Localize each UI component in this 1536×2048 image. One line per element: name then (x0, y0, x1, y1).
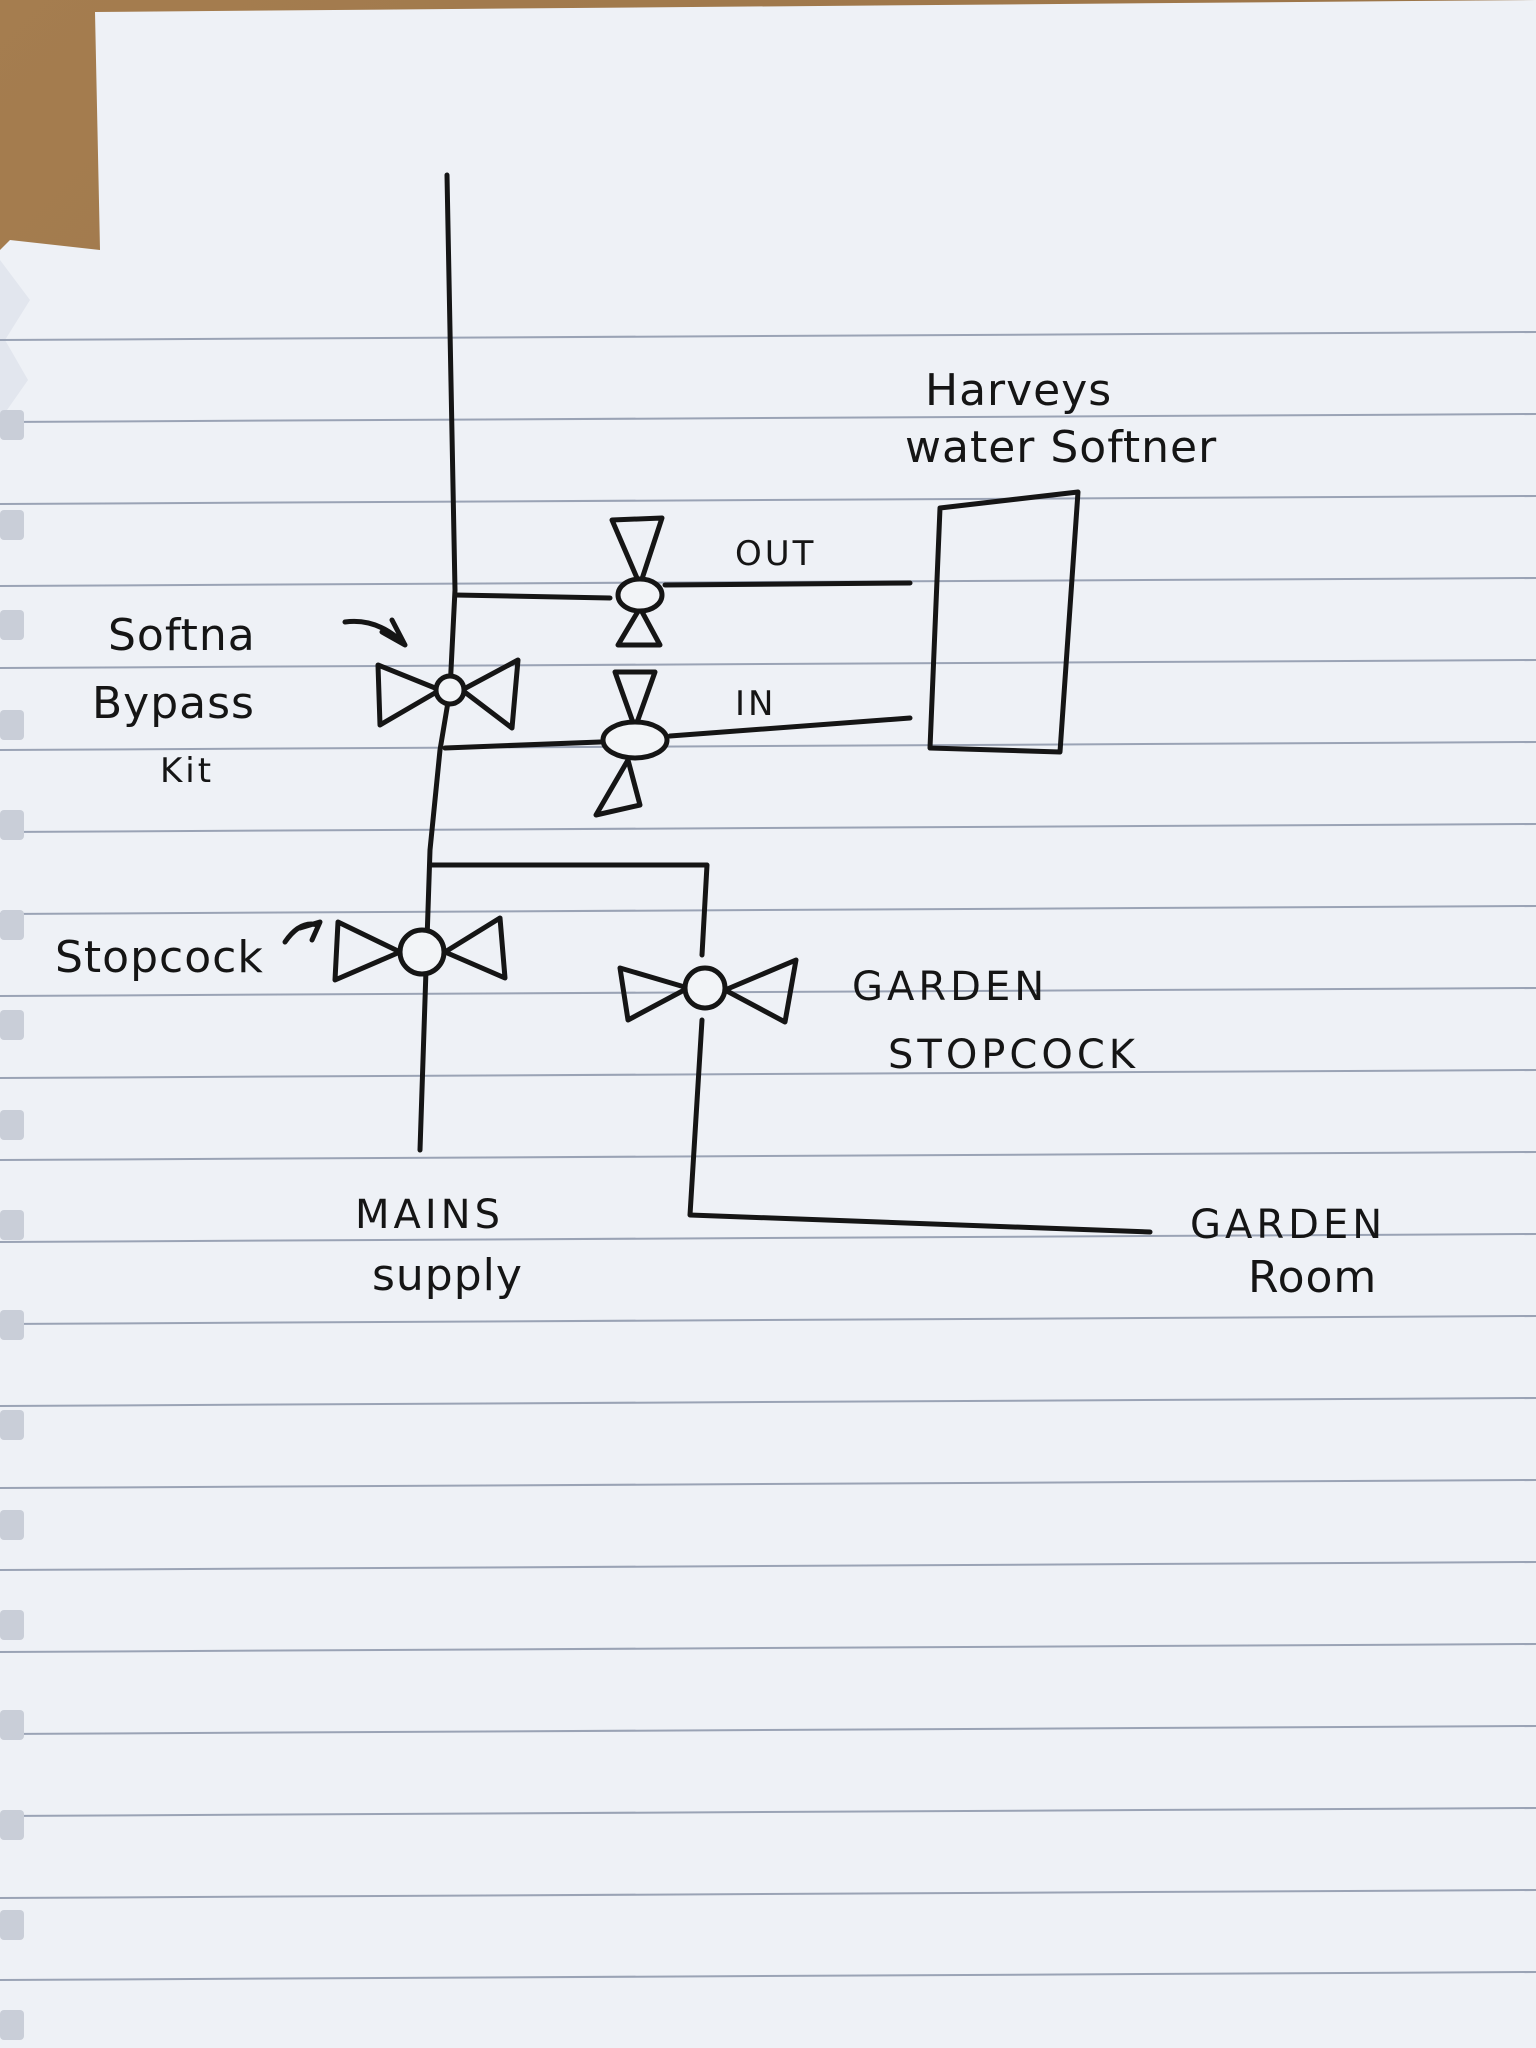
garden-stopcock-label-line2: STOPCOCK (888, 1032, 1139, 1078)
ruled-line (0, 823, 1536, 833)
softener-name-line2: water Softner (905, 422, 1217, 473)
water-softener-unit (927, 489, 1081, 755)
spiral-hole (0, 510, 24, 540)
softener-out-pipe (452, 580, 913, 601)
spiral-hole (0, 1810, 24, 1840)
garden-branch-pipe (427, 862, 1153, 1235)
ruled-lines (0, 331, 1536, 1981)
ruled-line (0, 1643, 1536, 1653)
spiral-hole (0, 2010, 24, 2040)
ruled-line (0, 331, 1536, 341)
softener-out-valve (609, 515, 665, 648)
spiral-hole (0, 410, 24, 440)
ruled-line (0, 1151, 1536, 1161)
ruled-line (0, 1889, 1536, 1899)
main-stopcock-valve (332, 915, 508, 983)
ruled-line (0, 987, 1536, 997)
spiral-hole (0, 910, 24, 940)
paper-torn-edge (0, 260, 30, 420)
spiral-hole (0, 1010, 24, 1040)
spiral-hole (0, 1910, 24, 1940)
ruled-line (0, 1069, 1536, 1079)
ruled-line (0, 495, 1536, 505)
spiral-hole (0, 1310, 24, 1340)
softener-in-pipe (442, 715, 913, 751)
mains-label-line2: supply (372, 1250, 523, 1301)
main-riser-pipe (417, 172, 458, 1153)
pipework (417, 172, 1153, 1235)
ruled-line (0, 659, 1536, 669)
ruled-line (0, 1971, 1536, 1981)
spiral-hole (0, 710, 24, 740)
ruled-line (0, 1725, 1536, 1735)
spiral-hole (0, 1710, 24, 1740)
spiral-hole (0, 1410, 24, 1440)
bypass-valve (375, 657, 521, 731)
garden-room-label-line1: GARDEN (1190, 1202, 1386, 1248)
garden-room-label-line2: Room (1248, 1252, 1377, 1303)
garden-stopcock-label-line1: GARDEN (852, 964, 1048, 1010)
ruled-line (0, 413, 1536, 423)
ruled-line (0, 741, 1536, 751)
ruled-line (0, 1397, 1536, 1407)
in-label: IN (735, 684, 776, 724)
stopcock-arrow (282, 919, 323, 945)
bypass-label-line3: Kit (160, 751, 214, 791)
spiral-hole (0, 1210, 24, 1240)
garden-stopcock-valve (617, 957, 799, 1025)
bypass-arrow (342, 617, 408, 648)
spiral-hole (0, 1610, 24, 1640)
softener-in-valve (593, 669, 670, 818)
ruled-line (0, 1807, 1536, 1817)
bypass-label-line1: Softna (108, 610, 256, 661)
bypass-label-line2: Bypass (92, 678, 255, 729)
ruled-line (0, 1479, 1536, 1489)
softener-name-line1: Harveys (925, 365, 1112, 416)
spiral-hole (0, 810, 24, 840)
spiral-hole (0, 1110, 24, 1140)
spiral-holes (0, 410, 24, 2040)
spiral-hole (0, 610, 24, 640)
mains-label-line1: MAINS (355, 1192, 504, 1238)
ruled-line (0, 1315, 1536, 1325)
ruled-line (0, 1561, 1536, 1571)
ruled-line (0, 1233, 1536, 1243)
spiral-hole (0, 1510, 24, 1540)
ruled-line (0, 905, 1536, 915)
stopcock-label: Stopcock (55, 932, 264, 983)
out-label: OUT (735, 534, 816, 574)
